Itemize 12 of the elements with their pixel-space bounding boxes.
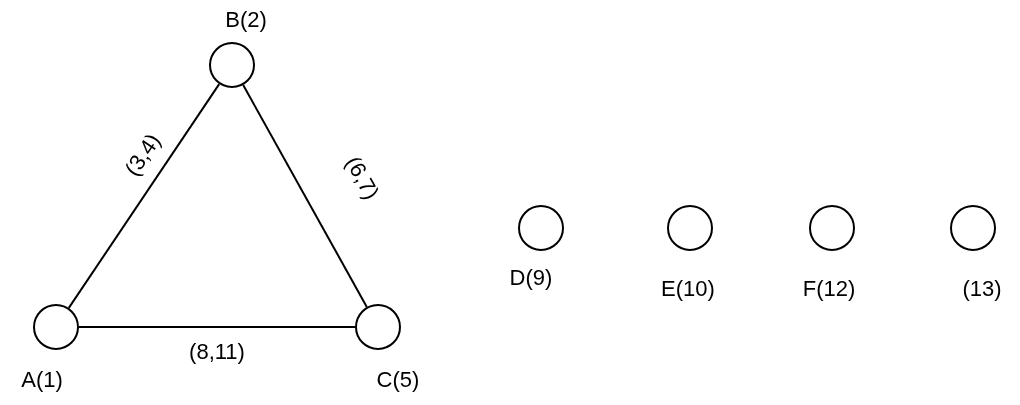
node-caption: B(2) xyxy=(225,9,267,31)
edge-label: (8,11) xyxy=(189,341,245,363)
node-caption: C(5) xyxy=(376,369,420,391)
edge-label: (6,7) xyxy=(341,152,383,204)
connector-line xyxy=(242,84,368,308)
node-caption: E(10) xyxy=(661,278,715,300)
connector-line xyxy=(78,326,356,328)
node-caption: (13) xyxy=(962,278,1002,300)
node-caption: D(9) xyxy=(509,267,553,289)
node-caption: F(12) xyxy=(802,278,856,300)
node-caption: A(1) xyxy=(21,369,63,391)
connector-line xyxy=(67,83,221,309)
